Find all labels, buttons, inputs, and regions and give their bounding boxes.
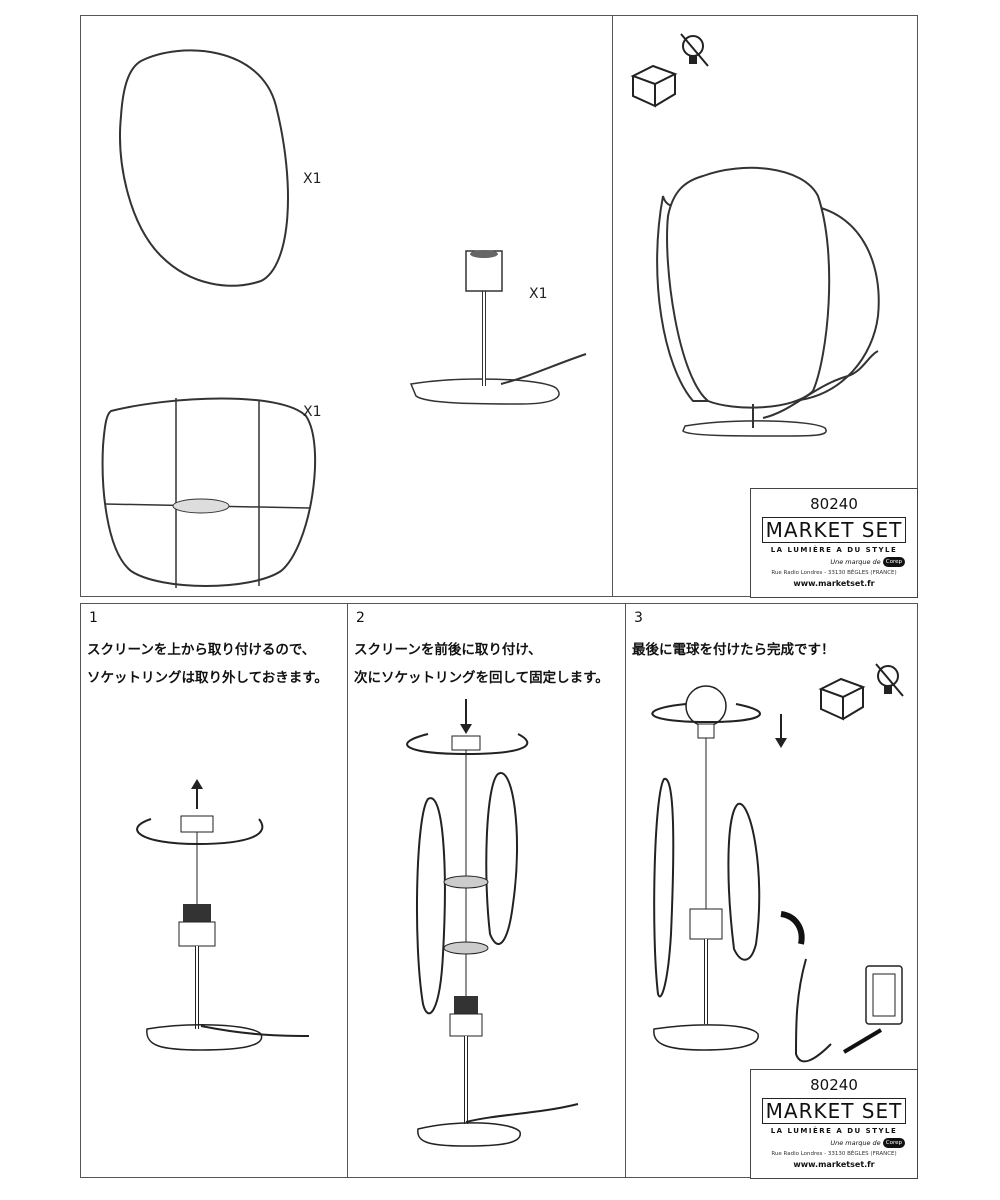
no-bulb-included-icon bbox=[680, 33, 709, 67]
maker-badge: Corep bbox=[882, 1138, 905, 1148]
parts-drawing bbox=[101, 49, 587, 588]
step-3-panel: 3 最後に電球を付けたら完成です！ 80240 MARKET SET LA LU… bbox=[625, 603, 918, 1179]
brand-logo-block: 80240 MARKET SET LA LUMIÈRE A DU STYLE U… bbox=[750, 1069, 918, 1179]
brand-name: MARKET SET bbox=[762, 517, 906, 543]
step-text-line1: スクリーンを上から取り付けるので、 bbox=[87, 642, 316, 658]
maker-badge: Corep bbox=[882, 557, 905, 567]
website-link[interactable]: www.marketset.fr bbox=[793, 579, 875, 588]
no-bulb-included-icon bbox=[875, 663, 904, 697]
website-link[interactable]: www.marketset.fr bbox=[793, 1160, 875, 1169]
brand-name: MARKET SET bbox=[762, 1098, 906, 1124]
step-1-drawing bbox=[136, 779, 310, 1051]
step-2-drawing bbox=[406, 699, 579, 1147]
step-text-line1: 最後に電球を付けたら完成です！ bbox=[632, 642, 835, 658]
brand-tagline: LA LUMIÈRE A DU STYLE bbox=[770, 1127, 898, 1135]
parts-panel: X1 X1 X1 bbox=[80, 15, 613, 597]
brand-logo-block: 80240 MARKET SET LA LUMIÈRE A DU STYLE U… bbox=[750, 488, 918, 598]
step-1-panel: 1 スクリーンを上から取り付けるので、 ソケットリングは取り外しておきます。 bbox=[80, 603, 348, 1178]
maker-line: Une marque de Corep bbox=[751, 557, 917, 567]
step-text-line1: スクリーンを前後に取り付け、 bbox=[354, 642, 542, 658]
screen-back-drawing bbox=[101, 397, 317, 587]
product-code: 80240 bbox=[810, 495, 858, 513]
maker-text: Une marque de bbox=[830, 558, 881, 566]
step-number: 3 bbox=[634, 610, 643, 626]
product-code: 80240 bbox=[810, 1076, 858, 1094]
step-text-line2: 次にソケットリングを回して固定します。 bbox=[354, 670, 609, 686]
box-icon bbox=[818, 677, 866, 721]
light-bulb-drawing bbox=[685, 685, 727, 739]
address: Rue Radio Londres - 33130 BÈGLES (FRANCE… bbox=[771, 1151, 897, 1157]
step-3-drawing bbox=[651, 663, 904, 1063]
address: Rue Radio Londres - 33130 BÈGLES (FRANCE… bbox=[771, 570, 897, 576]
maker-line: Une marque de Corep bbox=[751, 1138, 917, 1148]
brand-tagline: LA LUMIÈRE A DU STYLE bbox=[770, 546, 898, 554]
screen-front-qty: X1 bbox=[303, 171, 322, 187]
step-number: 2 bbox=[356, 610, 365, 626]
base-qty: X1 bbox=[529, 286, 548, 302]
box-icon bbox=[630, 64, 678, 108]
assembled-lamp-drawing bbox=[630, 33, 880, 437]
assembled-panel: 80240 MARKET SET LA LUMIÈRE A DU STYLE U… bbox=[612, 15, 918, 598]
step-2-panel: 2 スクリーンを前後に取り付け、 次にソケットリングを回して固定します。 bbox=[347, 603, 626, 1178]
step-text-line2: ソケットリングは取り外しておきます。 bbox=[87, 670, 328, 686]
maker-text: Une marque de bbox=[830, 1139, 881, 1147]
lamp-base-drawing bbox=[409, 250, 587, 405]
step-number: 1 bbox=[89, 610, 98, 626]
screen-front-drawing bbox=[119, 49, 289, 287]
screen-back-qty: X1 bbox=[303, 404, 322, 420]
